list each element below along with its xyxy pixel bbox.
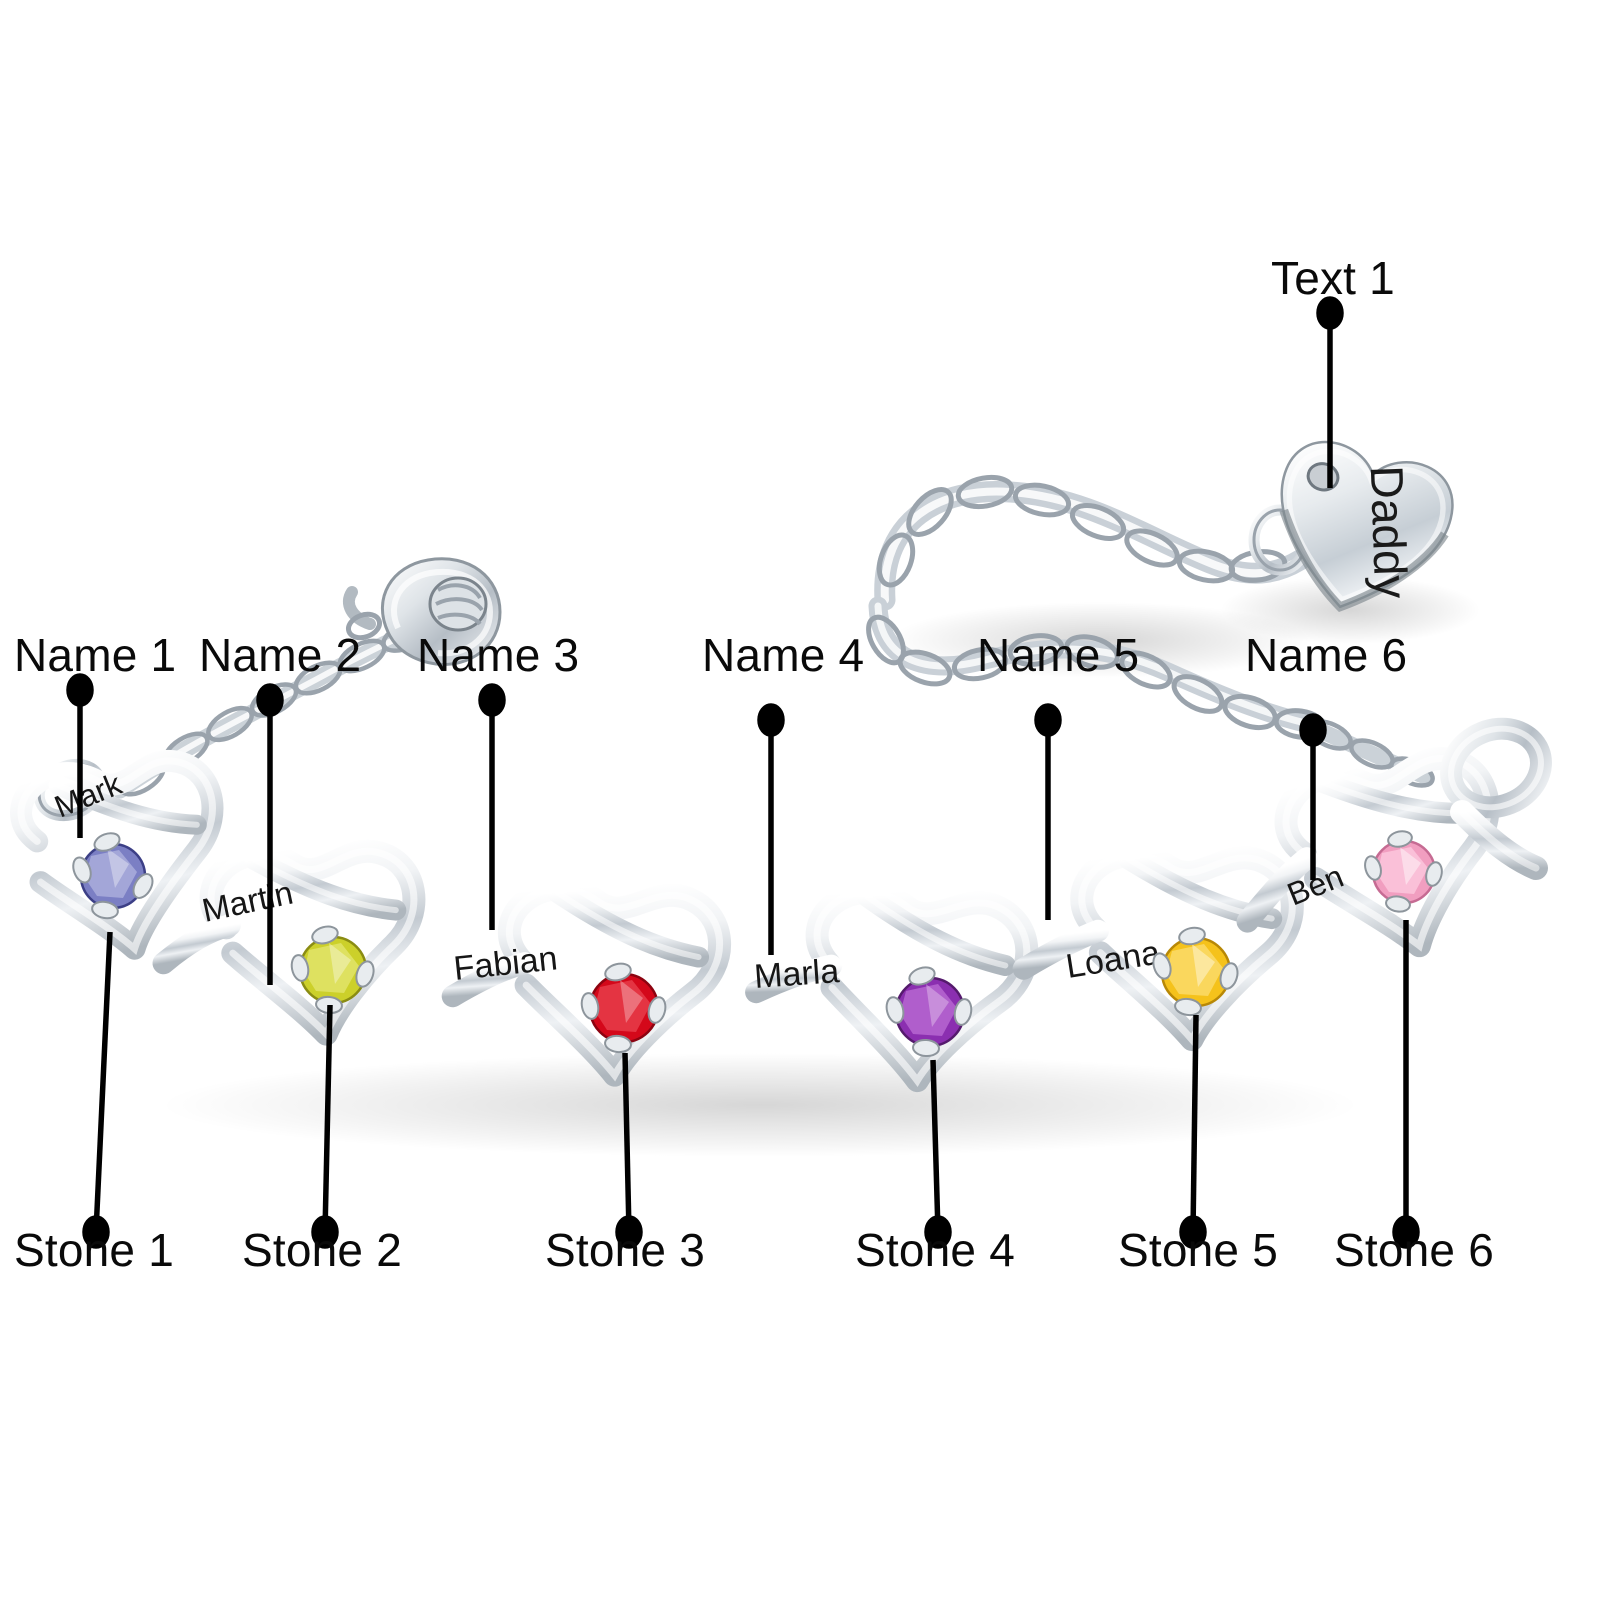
heart-link-5: Loana <box>1012 843 1304 1052</box>
callout-label-stone4: Stone 4 <box>855 1224 1015 1276</box>
callout-label-stone6: Stone 6 <box>1334 1224 1494 1276</box>
birthstone-2 <box>290 925 375 1015</box>
callout-dot-stone4 <box>924 1215 952 1249</box>
callout-label-stone1: Stone 1 <box>14 1224 174 1276</box>
callout-label-name5: Name 5 <box>977 629 1140 681</box>
bracelet-shadow <box>160 576 1480 1157</box>
callout-dot-name6 <box>1299 713 1327 747</box>
callout-label-name6: Name 6 <box>1245 629 1408 681</box>
extension-chain <box>866 474 1328 740</box>
callout-dot-stone2 <box>311 1215 339 1249</box>
callout-dot-stone6 <box>1392 1215 1420 1249</box>
heart-charm-tag: Daddy <box>1248 440 1454 613</box>
charm-engraving-text: Daddy <box>1361 465 1418 600</box>
callout-label-stone2: Stone 2 <box>242 1224 402 1276</box>
heart-link-6: Ben <box>1236 717 1552 958</box>
birthstone-5 <box>1152 926 1239 1017</box>
callout-leader-lines <box>66 296 1420 1249</box>
callout-dot-name2 <box>256 683 284 717</box>
link-engraving-3: Fabian <box>452 939 559 988</box>
callout-dot-name4 <box>757 703 785 737</box>
callout-line-stone3 <box>622 1052 632 1233</box>
callout-dot-name5 <box>1034 703 1062 737</box>
callout-line-stone4 <box>930 1059 941 1233</box>
callout-line-stone2 <box>322 1004 333 1233</box>
birthstone-3 <box>580 962 667 1054</box>
callout-label-name4: Name 4 <box>702 629 865 681</box>
callout-dot-stone3 <box>615 1215 643 1249</box>
callout-line-stone5 <box>1190 1014 1199 1233</box>
callout-label-stone3: Stone 3 <box>545 1224 705 1276</box>
birthstone-4 <box>885 966 973 1058</box>
birthstone-1 <box>72 832 154 920</box>
callout-dot-text1 <box>1316 296 1344 330</box>
birthstone-6 <box>1364 830 1443 913</box>
heart-link-4: Marla <box>745 881 1039 1093</box>
callout-dot-stone1 <box>82 1215 110 1249</box>
link-engraving-4: Marla <box>753 952 841 996</box>
callout-line-stone1 <box>93 931 113 1233</box>
callout-dot-name3 <box>478 683 506 717</box>
callout-label-text1: Text 1 <box>1271 252 1395 304</box>
callout-dot-name1 <box>66 673 94 707</box>
callout-label-stone5: Stone 5 <box>1118 1224 1278 1276</box>
callout-dot-stone5 <box>1179 1215 1207 1249</box>
heart-link-2: Martin <box>152 839 426 1046</box>
lobster-clasp <box>342 557 502 666</box>
callout-label-name1: Name 1 <box>14 629 177 681</box>
callout-label-name2: Name 2 <box>199 629 362 681</box>
callout-label-name3: Name 3 <box>417 629 580 681</box>
